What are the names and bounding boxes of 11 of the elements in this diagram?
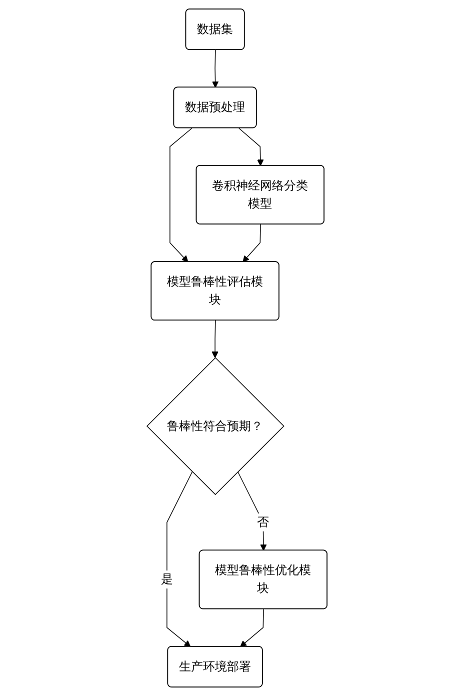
arrow — [242, 223, 261, 262]
edge-label: 否 — [257, 514, 270, 529]
arrow — [240, 608, 264, 647]
arrow — [237, 470, 267, 550]
arrow — [212, 49, 219, 88]
edge-label: 是 — [160, 571, 173, 586]
node-diamond: 鲁棒性符合预期？ — [146, 356, 284, 495]
arrow — [212, 320, 218, 358]
arrow — [238, 127, 264, 166]
arrow — [170, 127, 192, 262]
arrow — [166, 470, 193, 647]
